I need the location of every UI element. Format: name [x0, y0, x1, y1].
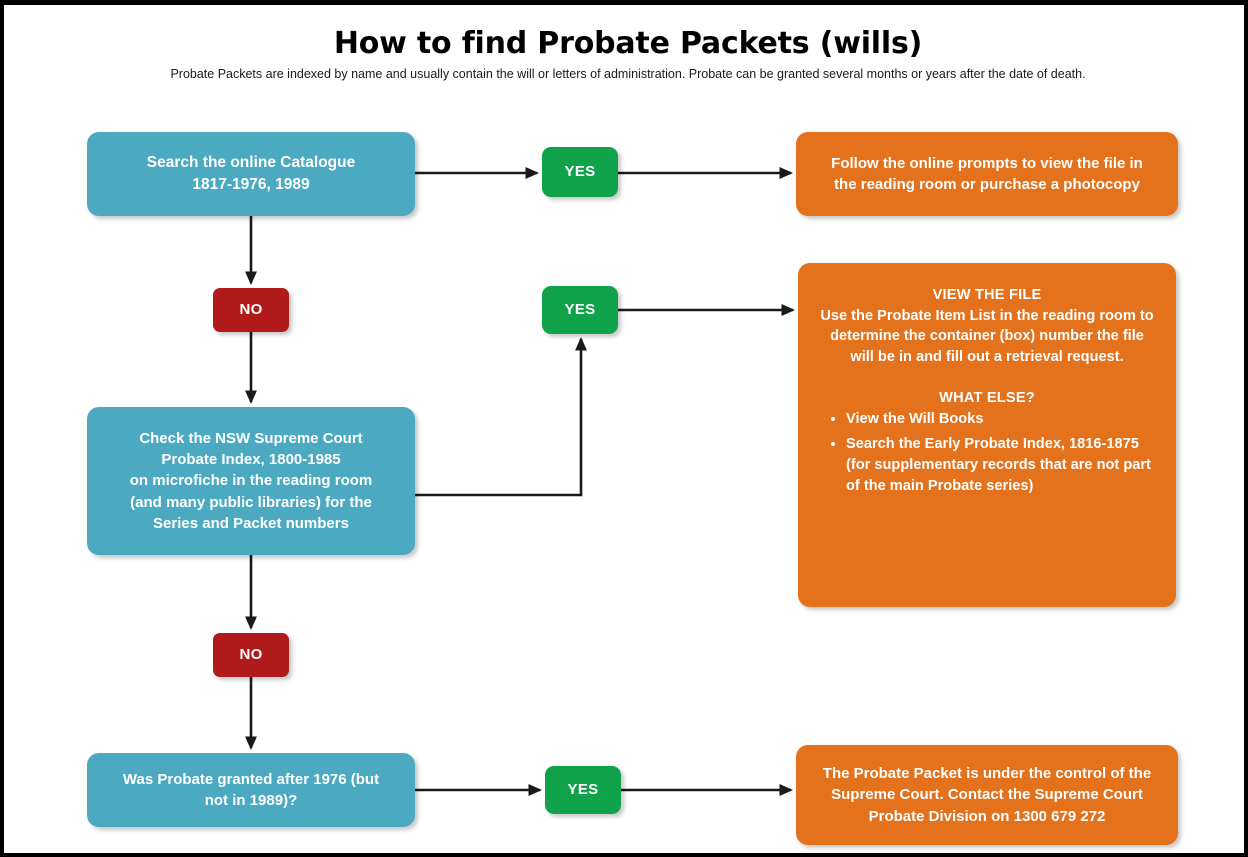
node-view-the-file-body: Use the Probate Item List in the reading…	[820, 307, 1154, 366]
decision-yes-after-1976-label: YES	[567, 781, 599, 799]
connector-index-to-yes2	[415, 336, 587, 497]
node-question-probate-after-1976[interactable]: Was Probate granted after 1976 (but not …	[87, 753, 415, 827]
decision-yes-probate-index[interactable]: YES	[542, 286, 618, 334]
node-view-the-file[interactable]: VIEW THE FILE Use the Probate Item List …	[798, 263, 1176, 607]
flowchart-canvas: How to find Probate Packets (wills) Prob…	[4, 5, 1244, 853]
node-check-probate-index[interactable]: Check the NSW Supreme Court Probate Inde…	[87, 407, 415, 555]
list-item: Search the Early Probate Index, 1816-187…	[846, 434, 1154, 497]
decision-yes-after-1976[interactable]: YES	[545, 766, 621, 814]
decision-no-probate-index-label: NO	[239, 646, 263, 664]
node-question-probate-after-1976-line2: not in 1989)?	[204, 792, 298, 809]
node-check-probate-index-line1: Check the NSW Supreme Court	[139, 429, 363, 447]
node-check-probate-index-line4: (and many public libraries) for the	[130, 493, 372, 511]
node-supreme-court-contact[interactable]: The Probate Packet is under the control …	[796, 745, 1178, 845]
node-search-catalogue-line2: 1817-1976, 1989	[192, 176, 310, 193]
decision-no-catalogue[interactable]: NO	[213, 288, 289, 332]
node-view-the-file-bullets: View the Will Books Search the Early Pro…	[820, 409, 1154, 497]
page-subtitle: Probate Packets are indexed by name and …	[170, 67, 1086, 81]
node-supreme-court-contact-line1: The Probate Packet is under the control …	[822, 765, 1152, 783]
node-check-probate-index-line5: Series and Packet numbers	[153, 514, 349, 532]
decision-yes-catalogue[interactable]: YES	[542, 147, 618, 197]
list-item: View the Will Books	[846, 409, 1154, 430]
node-follow-online-prompts[interactable]: Follow the online prompts to view the fi…	[796, 132, 1178, 216]
page-title: How to find Probate Packets (wills)	[333, 26, 923, 61]
node-search-catalogue-line1: Search the online Catalogue	[146, 154, 356, 171]
node-view-the-file-heading: VIEW THE FILE	[932, 287, 1042, 303]
node-supreme-court-contact-line3: Probate Division on 1300 679 272	[868, 807, 1106, 825]
node-check-probate-index-line2: Probate Index, 1800-1985	[161, 451, 341, 469]
node-search-catalogue[interactable]: Search the online Catalogue 1817-1976, 1…	[87, 132, 415, 216]
spacer	[820, 368, 1154, 388]
decision-yes-catalogue-label: YES	[564, 163, 596, 181]
node-question-probate-after-1976-line1: Was Probate granted after 1976 (but	[122, 770, 380, 788]
decision-yes-probate-index-label: YES	[564, 301, 596, 319]
node-view-the-file-subheading: WHAT ELSE?	[939, 389, 1035, 406]
node-supreme-court-contact-line2: Supreme Court. Contact the Supreme Court	[831, 786, 1143, 804]
node-follow-online-prompts-line1: Follow the online prompts to view the fi…	[831, 154, 1143, 172]
node-check-probate-index-line3: on microfiche in the reading room	[129, 472, 373, 490]
node-follow-online-prompts-line2: the reading room or purchase a photocopy	[834, 176, 1140, 193]
decision-no-catalogue-label: NO	[239, 301, 263, 319]
decision-no-probate-index[interactable]: NO	[213, 633, 289, 677]
